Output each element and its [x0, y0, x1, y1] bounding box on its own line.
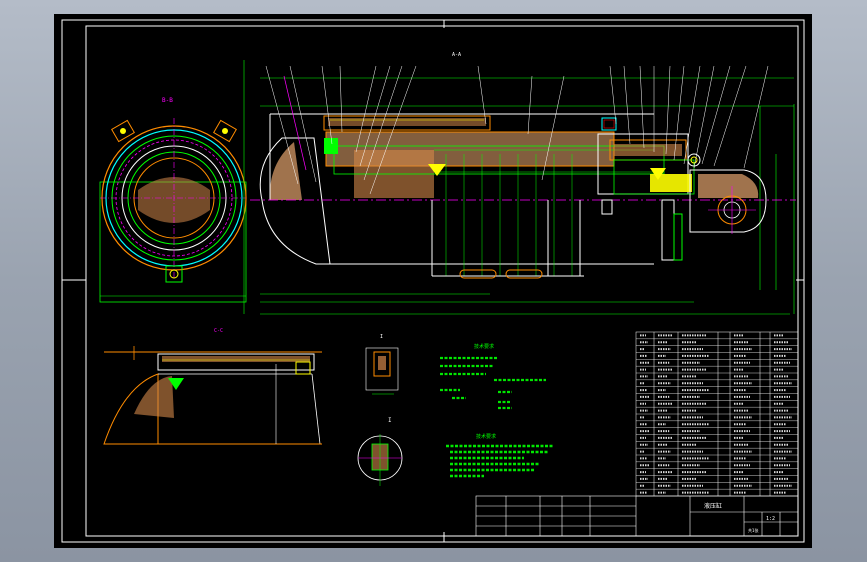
assembly-drawing: B-B A-A — [61, 19, 805, 543]
title-block-sheet: 共1张 — [748, 527, 759, 533]
svg-text:I: I — [380, 334, 383, 340]
notes-title: 技术要求 — [474, 343, 494, 350]
main-view-label: A-A — [452, 52, 461, 58]
sheet-inner-border — [85, 25, 799, 537]
detail-view-i: I — [357, 417, 403, 486]
detail-label: I — [388, 417, 392, 424]
section-view-bb: B-B — [99, 97, 247, 303]
title-block — [475, 495, 799, 537]
main-assembly-view: A-A — [243, 52, 796, 315]
section-bb-label: B-B — [162, 97, 173, 104]
parts-list-rows — [636, 338, 798, 490]
section-cc-label: C-C — [214, 328, 223, 334]
parts-list-text — [640, 334, 792, 494]
cad-drawing-canvas: B-B A-A — [54, 14, 812, 548]
svg-text:技术要求: 技术要求 — [476, 433, 496, 440]
title-block-drawing-name: 液压缸 — [704, 502, 722, 510]
title-block-scale: 1:2 — [766, 516, 775, 522]
sheet-outer-border — [61, 19, 805, 543]
section-view-cc: C-C — [103, 328, 322, 445]
detail-seal-view: I — [365, 334, 399, 395]
technical-requirements: 技术要求 技术要求 — [440, 343, 554, 478]
